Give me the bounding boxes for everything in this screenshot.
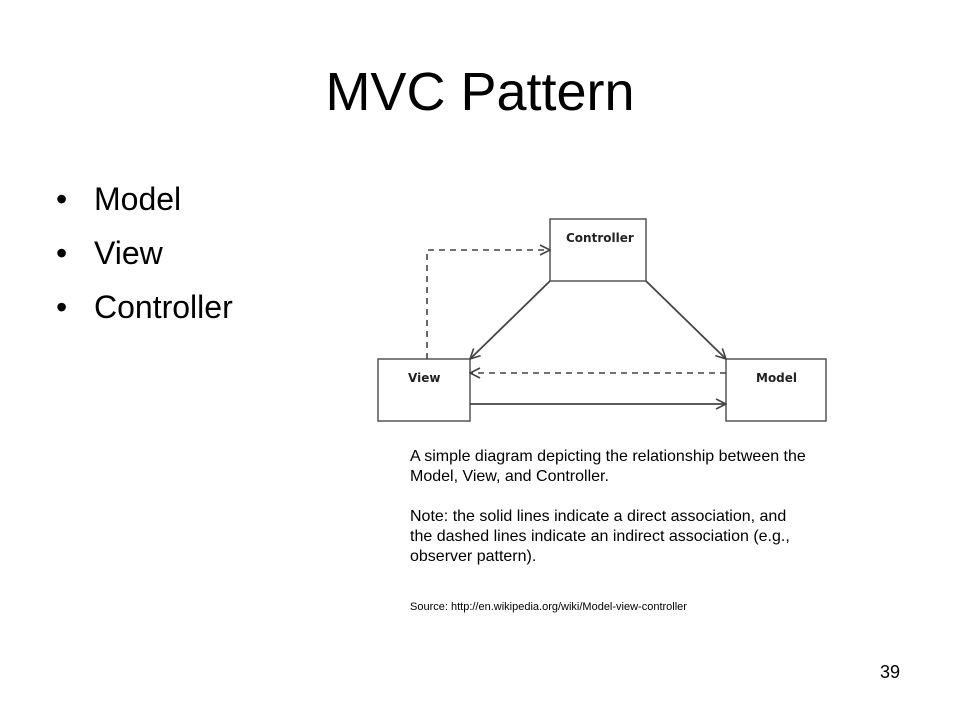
caption-note: Note: the solid lines indicate a direct … xyxy=(410,508,790,565)
view-box-label: View xyxy=(408,371,440,385)
view-box xyxy=(377,358,471,422)
bullet-item-model: • Model xyxy=(56,172,233,226)
controller-to-model-arrow xyxy=(645,280,726,359)
bullet-item-controller: • Controller xyxy=(56,280,233,334)
view-to-controller-dashed-arrow xyxy=(426,250,550,359)
controller-box-label: Controller xyxy=(566,231,634,245)
slide-title: MVC Pattern xyxy=(325,62,635,122)
bullet-label: Controller xyxy=(94,289,233,325)
model-box xyxy=(725,358,827,422)
diagram-caption: A simple diagram depicting the relations… xyxy=(410,447,810,587)
model-box-label: Model xyxy=(756,371,797,385)
bullet-dot: • xyxy=(56,181,68,217)
caption-source: Source: http://en.wikipedia.org/wiki/Mod… xyxy=(410,601,687,613)
bullet-item-view: • View xyxy=(56,226,233,280)
bullet-label: View xyxy=(94,235,163,271)
bullet-dot: • xyxy=(56,235,68,271)
controller-to-view-arrow xyxy=(470,280,551,359)
controller-box xyxy=(549,218,647,282)
page-number: 39 xyxy=(880,662,901,682)
bullet-label: Model xyxy=(94,181,182,217)
bullet-list: • Model • View • Controller xyxy=(56,172,233,334)
caption-description: A simple diagram depicting the relations… xyxy=(410,448,806,485)
bullet-dot: • xyxy=(56,289,68,325)
